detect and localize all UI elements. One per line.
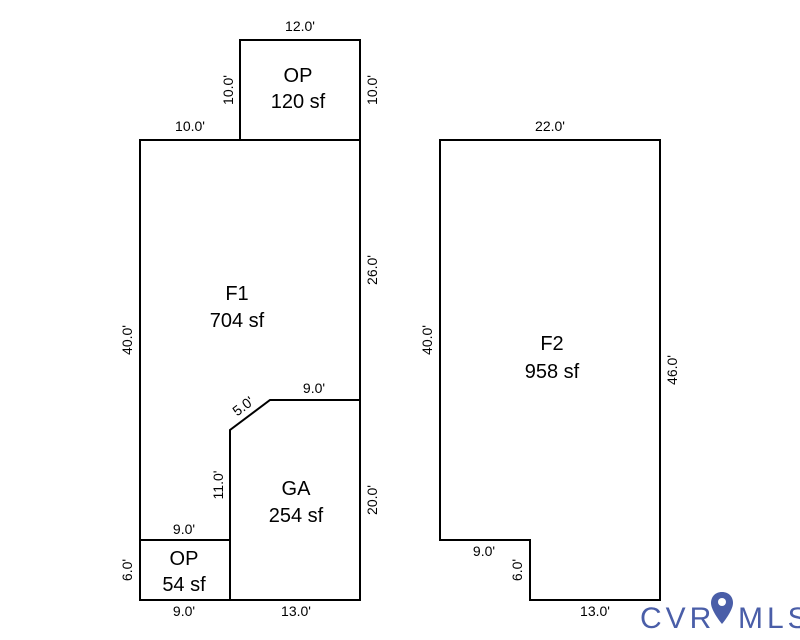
f1-outline bbox=[139, 139, 361, 601]
ga-name: GA bbox=[282, 478, 312, 500]
left-building-walls bbox=[139, 39, 361, 601]
dim-f1-left: 40.0' bbox=[119, 325, 135, 355]
op-bottom-name: OP bbox=[170, 548, 199, 570]
dim-op-top-left: 10.0' bbox=[220, 75, 236, 105]
dim-f2-bottom: 13.0' bbox=[580, 603, 610, 619]
f1-name: F1 bbox=[225, 283, 248, 305]
cvrmls-logo: CVR MLS bbox=[640, 592, 800, 635]
dim-f1-right: 26.0' bbox=[364, 255, 380, 285]
dim-f2-left: 40.0' bbox=[419, 325, 435, 355]
f1-area: 704 sf bbox=[210, 310, 265, 332]
logo-text-before: CVR bbox=[640, 602, 715, 635]
dim-ga-left: 11.0' bbox=[210, 471, 226, 500]
f2-area: 958 sf bbox=[525, 361, 580, 383]
dim-f2-right: 46.0' bbox=[664, 355, 680, 385]
dim-ga-diag: 5.0' bbox=[229, 393, 256, 419]
dim-f2-notch-side: 6.0' bbox=[509, 559, 525, 581]
logo-text-after: MLS bbox=[738, 602, 800, 635]
dim-op-top-right: 10.0' bbox=[364, 75, 380, 105]
dim-op-bottom-bottom: 9.0' bbox=[173, 603, 195, 619]
op-top-area: 120 sf bbox=[271, 91, 326, 113]
dim-f2-notch-top: 9.0' bbox=[473, 543, 495, 559]
f2-name: F2 bbox=[540, 333, 563, 355]
dim-ga-top: 9.0' bbox=[303, 380, 325, 396]
dim-op-top-width: 12.0' bbox=[285, 18, 315, 34]
dim-f2-top: 22.0' bbox=[535, 118, 565, 134]
dim-op-bottom-top: 9.0' bbox=[173, 521, 195, 537]
op-top-name: OP bbox=[284, 65, 313, 87]
dim-f1-top-left: 10.0' bbox=[175, 118, 205, 134]
f2-outline bbox=[439, 139, 661, 601]
dim-ga-right: 20.0' bbox=[364, 485, 380, 515]
op-bottom-area: 54 sf bbox=[162, 574, 206, 596]
dim-op-bottom-left: 6.0' bbox=[119, 559, 135, 581]
op-top-outline bbox=[239, 39, 361, 140]
ga-outline bbox=[229, 399, 360, 600]
dim-ga-bottom: 13.0' bbox=[281, 603, 311, 619]
map-pin-icon bbox=[711, 592, 733, 624]
ga-area: 254 sf bbox=[269, 505, 324, 527]
